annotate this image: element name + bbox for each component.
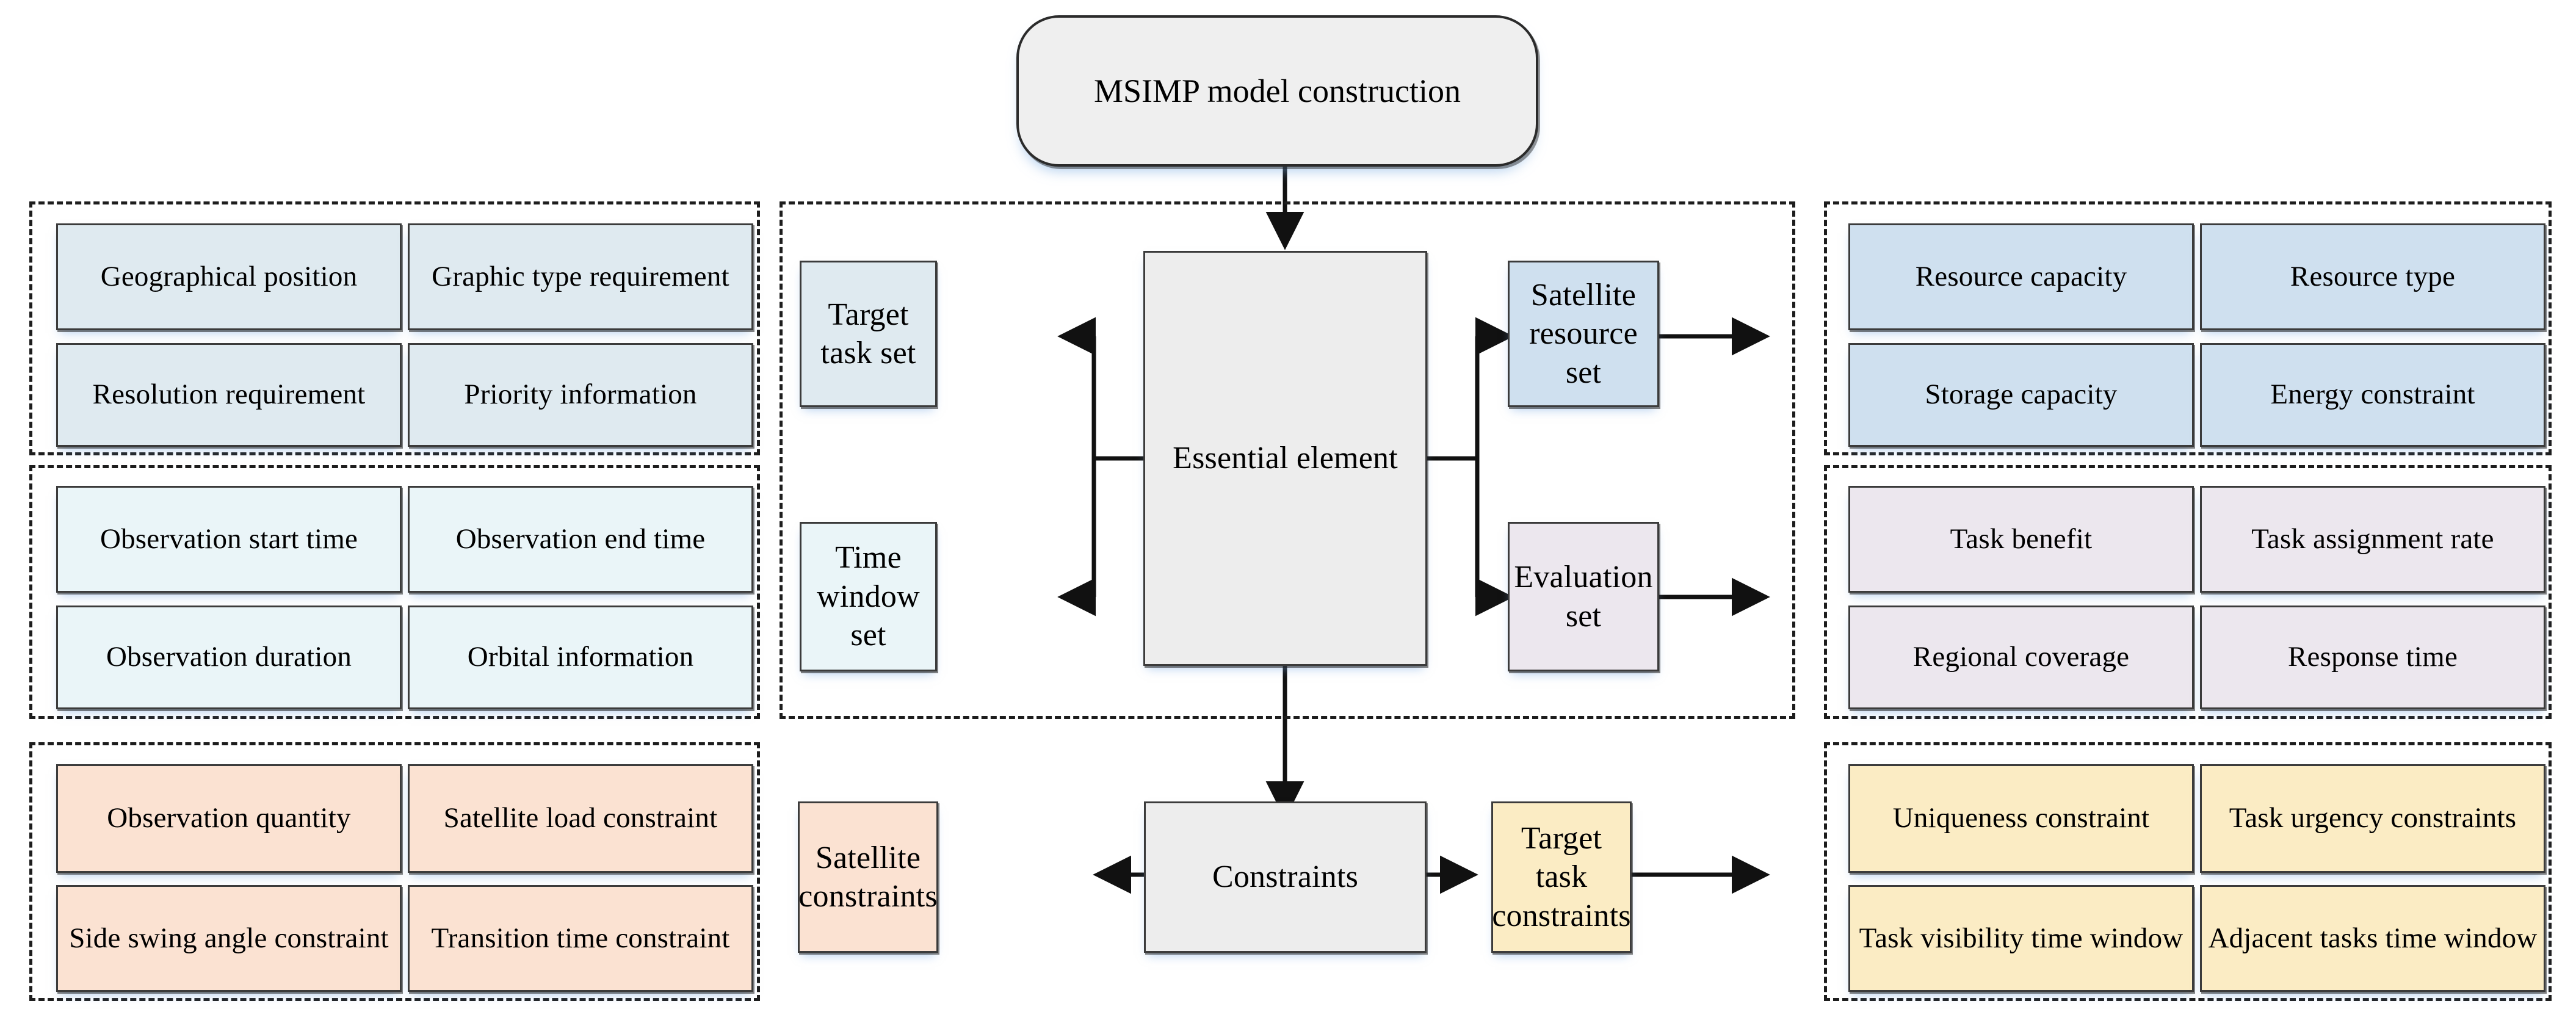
node-target-task-constraints-label: Target task constraints [1492, 820, 1631, 933]
attr-graphic-type-requirement-label: Graphic type requirement [432, 260, 729, 292]
attr-task-assignment-rate[interactable]: Task assignment rate [2200, 486, 2545, 593]
node-essential-element[interactable]: Essential element [1143, 251, 1427, 666]
node-constraints-label: Constraints [1212, 859, 1359, 895]
node-evaluation-set-label: Evaluation set [1514, 560, 1653, 634]
attr-uniqueness-constraint[interactable]: Uniqueness constraint [1848, 764, 2194, 873]
attr-resource-type-label: Resource type [2290, 260, 2456, 292]
attr-observation-start-time-label: Observation start time [99, 522, 358, 555]
attr-observation-quantity[interactable]: Observation quantity [56, 764, 402, 873]
page-title-label: MSIMP model construction [1094, 73, 1461, 109]
node-target-task-set[interactable]: Target task set [800, 261, 937, 407]
group-satellite-resource-attributes [1824, 201, 2552, 455]
node-evaluation-set[interactable]: Evaluation set [1508, 522, 1659, 671]
node-satellite-constraints-label: Satellite constraints [798, 840, 938, 914]
group-target-task-constraint-attributes [1824, 742, 2552, 1001]
attr-priority-information[interactable]: Priority information [408, 343, 753, 447]
attr-response-time-label: Response time [2287, 641, 2458, 673]
group-target-task-attributes [29, 201, 760, 455]
node-satellite-constraints[interactable]: Satellite constraints [798, 801, 938, 953]
attr-task-assignment-rate-label: Task assignment rate [2251, 522, 2494, 555]
attr-task-benefit[interactable]: Task benefit [1848, 486, 2194, 593]
attr-resolution-requirement[interactable]: Resolution requirement [56, 343, 402, 447]
group-evaluation-attributes [1824, 465, 2552, 719]
attr-storage-capacity-label: Storage capacity [1925, 378, 2118, 411]
attr-satellite-load-constraint[interactable]: Satellite load constraint [408, 764, 753, 873]
node-essential-element-label: Essential element [1173, 441, 1398, 476]
essential-element-group [780, 201, 1795, 719]
node-constraints[interactable]: Constraints [1144, 801, 1427, 953]
attr-observation-duration[interactable]: Observation duration [56, 606, 402, 709]
attr-storage-capacity[interactable]: Storage capacity [1848, 343, 2194, 447]
attr-response-time[interactable]: Response time [2200, 606, 2545, 709]
attr-resource-capacity-label: Resource capacity [1915, 260, 2127, 292]
node-satellite-resource-set-label: Satellite resource set [1529, 277, 1638, 390]
attr-energy-constraint[interactable]: Energy constraint [2200, 343, 2545, 447]
attr-task-urgency-constraints-label: Task urgency constraints [2229, 802, 2517, 834]
attr-geographical-position-label: Geographical position [100, 260, 358, 292]
attr-task-benefit-label: Task benefit [1950, 522, 2093, 555]
attr-energy-constraint-label: Energy constraint [2270, 378, 2475, 411]
group-time-window-attributes [29, 465, 760, 719]
attr-resource-type[interactable]: Resource type [2200, 223, 2545, 330]
attr-adjacent-tasks-time-window[interactable]: Adjacent tasks time window [2200, 885, 2545, 992]
attr-side-swing-angle-constraint-label: Side swing angle constraint [69, 922, 389, 954]
node-time-window-set[interactable]: Time window set [800, 522, 937, 671]
node-target-task-set-label: Target task set [820, 297, 916, 371]
attr-orbital-information[interactable]: Orbital information [408, 606, 753, 709]
attr-orbital-information-label: Orbital information [467, 641, 694, 673]
attr-observation-end-time[interactable]: Observation end time [408, 486, 753, 593]
attr-task-visibility-time-window-label: Task visibility time window [1859, 922, 2183, 954]
node-satellite-resource-set[interactable]: Satellite resource set [1508, 261, 1659, 407]
attr-task-urgency-constraints[interactable]: Task urgency constraints [2200, 764, 2545, 873]
attr-geographical-position[interactable]: Geographical position [56, 223, 402, 330]
attr-regional-coverage[interactable]: Regional coverage [1848, 606, 2194, 709]
attr-observation-end-time-label: Observation end time [455, 522, 706, 555]
attr-observation-quantity-label: Observation quantity [107, 802, 351, 834]
attr-regional-coverage-label: Regional coverage [1912, 641, 2130, 673]
attr-transition-time-constraint-label: Transition time constraint [431, 922, 730, 954]
node-time-window-set-label: Time window set [817, 540, 920, 653]
attr-adjacent-tasks-time-window-label: Adjacent tasks time window [2208, 922, 2538, 954]
attr-side-swing-angle-constraint[interactable]: Side swing angle constraint [56, 885, 402, 992]
attr-task-visibility-time-window[interactable]: Task visibility time window [1848, 885, 2194, 992]
attr-satellite-load-constraint-label: Satellite load constraint [443, 802, 718, 834]
attr-resolution-requirement-label: Resolution requirement [92, 378, 366, 411]
attr-graphic-type-requirement[interactable]: Graphic type requirement [408, 223, 753, 330]
attr-transition-time-constraint[interactable]: Transition time constraint [408, 885, 753, 992]
page-title: MSIMP model construction [1016, 15, 1538, 167]
attr-observation-start-time[interactable]: Observation start time [56, 486, 402, 593]
attr-resource-capacity[interactable]: Resource capacity [1848, 223, 2194, 330]
attr-uniqueness-constraint-label: Uniqueness constraint [1892, 802, 2150, 834]
group-satellite-constraint-attributes [29, 742, 760, 1001]
attr-priority-information-label: Priority information [464, 378, 697, 411]
attr-observation-duration-label: Observation duration [106, 641, 352, 673]
node-target-task-constraints[interactable]: Target task constraints [1491, 801, 1632, 953]
